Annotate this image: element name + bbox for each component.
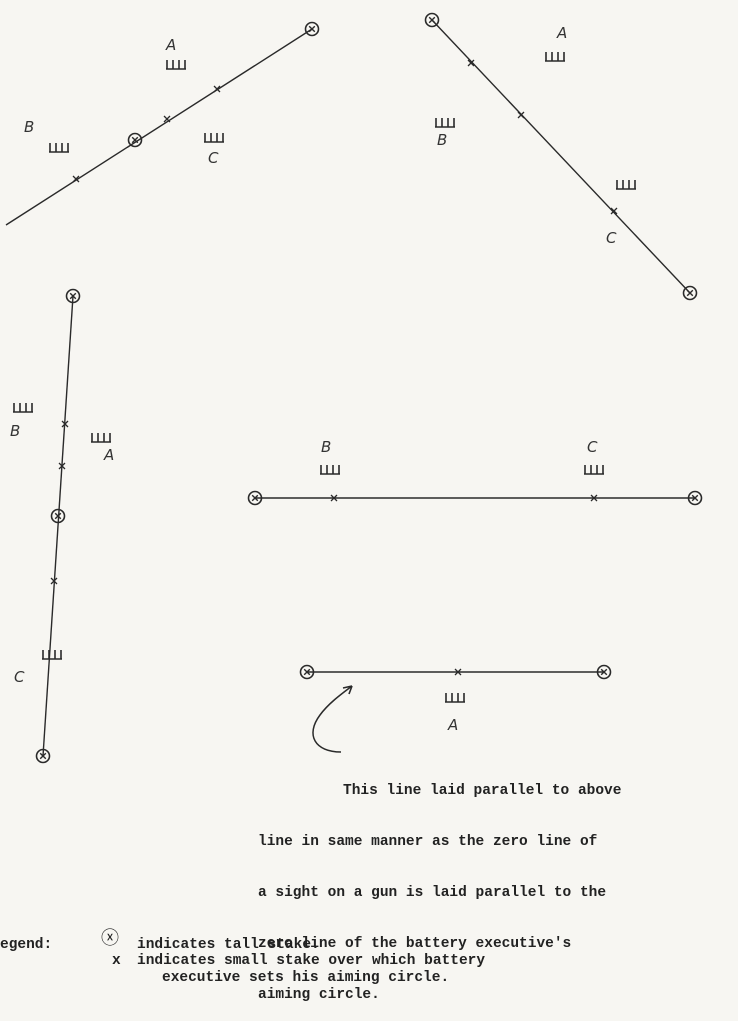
note-arrowhead (342, 685, 353, 695)
gun-label-b: B (437, 131, 447, 149)
legend-small-stake-text: indicates small stake over which battery (137, 953, 486, 969)
note-line: zero line of the battery executive's (258, 936, 572, 952)
note-line: line in same manner as the zero line of (258, 834, 598, 850)
gun-marker (583, 464, 605, 475)
diagram-1: A B C (5, 21, 320, 226)
line-1 (5, 28, 313, 226)
diagram-3: B A C (10, 288, 114, 764)
gun-label-a: A (556, 24, 567, 42)
gun-label-c: C (606, 229, 617, 247)
legend-title: egend: (0, 937, 53, 953)
gun-marker (48, 142, 70, 153)
diagram-5: A (299, 664, 612, 753)
gun-marker (544, 51, 566, 62)
gun-label-a: A (165, 36, 176, 54)
gun-marker (165, 59, 187, 70)
diagram-4: B C (247, 438, 703, 506)
small-stake-marker (517, 111, 525, 119)
gun-label-b: B (24, 118, 34, 136)
gun-label-b: B (10, 422, 20, 440)
gun-marker (319, 464, 341, 475)
gun-label-a: A (447, 716, 458, 734)
tall-stake-marker (304, 21, 320, 37)
line-2 (431, 19, 691, 294)
gun-marker (434, 117, 456, 128)
legend-tall-stake-text: indicates tall stake. (137, 937, 320, 953)
gun-label-a: A (103, 446, 114, 464)
gun-marker (12, 402, 34, 413)
diagram-canvas: A B C A B C B A C (5, 12, 703, 764)
tall-stake-icon: ⓧ (101, 930, 119, 950)
gun-label-c: C (208, 149, 219, 167)
diagram-2: A B C (424, 12, 698, 301)
gun-marker (203, 132, 225, 143)
gun-marker (90, 432, 112, 443)
gun-label-b: B (321, 438, 331, 456)
gun-marker (41, 649, 63, 660)
tall-stake-marker (424, 12, 440, 28)
line-3 (42, 295, 74, 757)
small-stake-icon: x (112, 953, 121, 969)
note-line: This line laid parallel to above (343, 783, 622, 799)
gun-marker (444, 692, 466, 703)
tall-stake-marker (682, 285, 698, 301)
gun-label-c: C (14, 668, 25, 686)
note-line: a sight on a gun is laid parallel to the (258, 885, 607, 901)
explanatory-note: This line laid parallel to above line in… (258, 749, 738, 1021)
note-arrow (312, 685, 353, 753)
legend-small-stake-text-2: executive sets his aiming circle. (162, 970, 450, 986)
gun-marker (615, 179, 637, 190)
gun-label-c: C (587, 438, 598, 456)
